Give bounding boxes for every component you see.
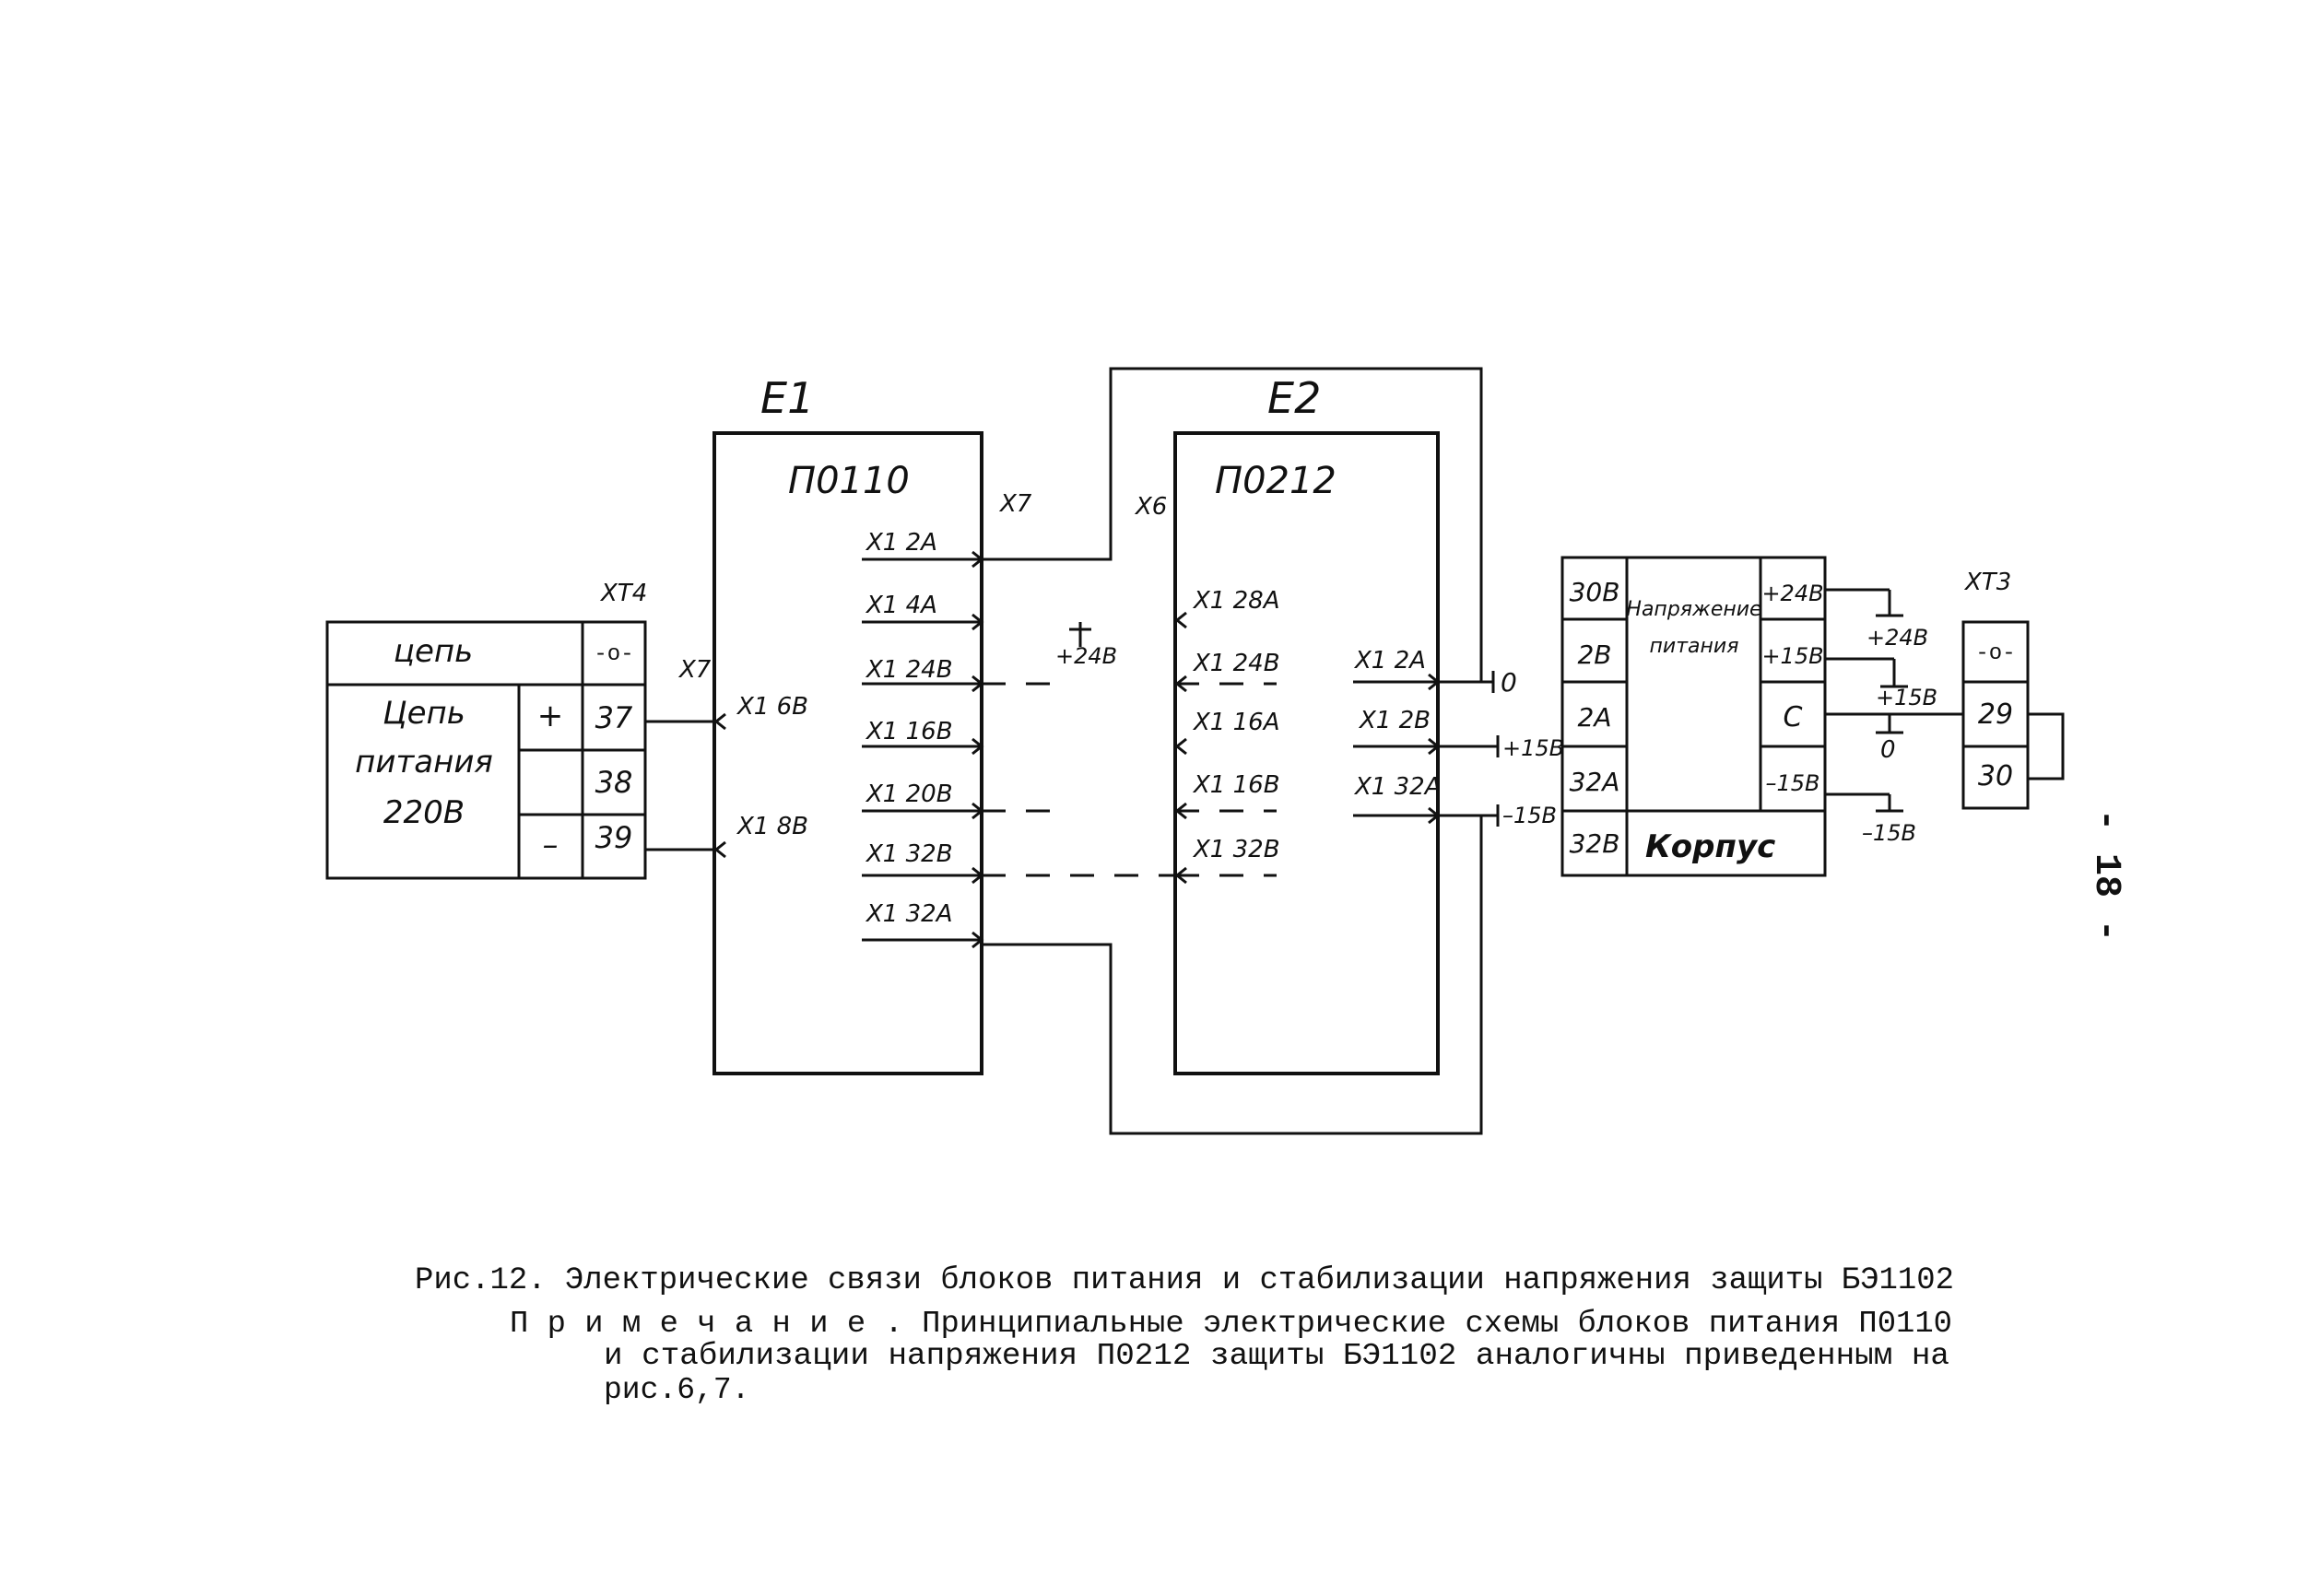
wire-arrow (713, 840, 726, 859)
xt4-circuit-label-line: Цепь (383, 695, 465, 732)
e2-left-pins: X1 28А X1 24В X1 16А X1 16В X1 32В (1174, 587, 1280, 885)
xt4-header-symbol: -o- (594, 642, 633, 667)
block-e2: E2 П0212 X6 (1134, 373, 1440, 1075)
e2-left-pin-label: X1 24В (1192, 650, 1280, 677)
block-e2-connector-x6: X6 (1134, 493, 1167, 521)
wire-loop-top (983, 367, 1483, 682)
block-e2-frame (1173, 431, 1440, 1075)
block-e1-connector-x7-top: X7 (998, 490, 1032, 518)
e1-right-pin-label: X1 16В (865, 718, 953, 745)
e2-right-pin-label: X1 32А (1353, 773, 1442, 801)
supply-terminal: 30В (1570, 577, 1620, 607)
supply-terminal: 32А (1570, 767, 1620, 797)
supply-ref-label: +15В (1876, 685, 1937, 710)
supply-voltage: +15В (1761, 643, 1823, 669)
block-e1-model: П0110 (788, 460, 910, 502)
e2-right-pins: X1 2А X1 2В X1 32А 0 +15В –15В (1353, 647, 1564, 828)
xt4-header-label: цепь (394, 633, 473, 670)
e1-right-pin-label: X1 32А (865, 900, 953, 928)
e2-output-label: +15В (1502, 735, 1564, 761)
block-e1-frame (712, 431, 983, 1075)
supply-ref-label: +24В (1866, 625, 1928, 651)
xt4-ref: XT4 (599, 580, 647, 607)
e1-right-pin-label: X1 4А (865, 592, 937, 619)
ground-24v-label: +24В (1055, 643, 1117, 669)
xt4-circuit-label-line: питания (355, 744, 493, 780)
xt3-terminal: 30 (1978, 760, 2013, 792)
block-e2-model: П0212 (1215, 460, 1337, 502)
block-e1: E1 П0110 X7 X7 (677, 373, 1032, 1075)
xt4-terminal: 37 (595, 700, 633, 735)
supply-voltage: –15В (1765, 770, 1819, 796)
e1-right-pins: X1 2А X1 4А X1 24В X1 16В X1 20В X1 32В … (862, 529, 984, 949)
supply-function-label: питания (1650, 635, 1739, 658)
xt3-ref: XT3 (1963, 569, 2011, 596)
e1-left-pin-label: X1 6В (736, 693, 808, 721)
e1-left-pin-label: X1 8В (736, 813, 808, 840)
page-number: - 18 - (2085, 809, 2126, 942)
wire-arrow (1174, 675, 1187, 693)
e2-output-label: 0 (1501, 667, 1517, 698)
wire-arrow (1174, 802, 1187, 820)
e2-left-pin-label: X1 28А (1192, 587, 1280, 615)
xt3-jumper (2028, 712, 2065, 780)
block-e1-connector-x7-left: X7 (677, 656, 712, 684)
supply-ref-label: 0 (1880, 736, 1896, 764)
e1-right-pin-label: X1 2А (865, 529, 937, 557)
supply-chassis-label: Корпус (1645, 828, 1775, 865)
xt4-terminal-table: XT4 цепь -o- Цепь питания 220В + – 37 38… (325, 580, 647, 880)
xt3-terminal: 29 (1978, 698, 2013, 731)
wire-arrow (1174, 866, 1187, 885)
xt4-sign: – (543, 827, 559, 863)
supply-ref-label: –15В (1862, 820, 1916, 846)
supply-voltage: +24В (1761, 581, 1823, 606)
xt4-terminal: 38 (595, 765, 633, 800)
note-line: рис.6,7. (604, 1373, 749, 1407)
wire-arrow (971, 550, 984, 569)
supply-references: +24В +15В 0 –15В (1825, 588, 1963, 846)
xt3-symbol: -o- (1975, 641, 2015, 666)
wire-arrow (1174, 737, 1187, 756)
supply-terminal: 2А (1578, 702, 1612, 733)
e2-right-pin-label: X1 2А (1353, 647, 1426, 675)
xt4-terminal: 39 (595, 820, 633, 855)
wire-arrow (713, 712, 726, 731)
supply-function-label: Напряжение (1626, 598, 1761, 621)
wire-arrow (1428, 737, 1441, 756)
supply-terminal: 32В (1570, 828, 1620, 859)
e1-right-pin-label: X1 20В (865, 780, 953, 808)
wire-arrow (1428, 806, 1441, 825)
wire-arrow (971, 737, 984, 756)
supply-voltage: С (1784, 701, 1803, 733)
e2-output-label: –15В (1502, 803, 1557, 828)
block-e2-ref: E2 (1267, 373, 1321, 423)
e1-right-pin-label: X1 24В (865, 656, 953, 684)
figure-caption: Рис.12. Электрические связи блоков питан… (415, 1263, 1954, 1298)
e2-left-pin-label: X1 32В (1192, 836, 1280, 863)
xt4-circuit-label-line: 220В (383, 794, 465, 831)
wire-arrow (1174, 611, 1187, 629)
note-line: и стабилизации напряжения П0212 защиты Б… (604, 1339, 1949, 1373)
e1-right-pin-label: X1 32В (865, 840, 953, 868)
supply-table-frame (1560, 556, 1827, 877)
wire-arrow (1428, 673, 1441, 691)
ground-24v-symbol: +24В (1055, 622, 1117, 669)
xt4-sign: + (537, 698, 564, 734)
xt3-terminal-block: XT3 -o- 29 30 (1961, 569, 2065, 810)
supply-terminal: 2В (1577, 640, 1611, 670)
e2-left-pin-label: X1 16А (1192, 709, 1280, 736)
e2-left-pin-label: X1 16В (1192, 771, 1280, 799)
note-line: П р и м е ч а н и е . Принципиальные эле… (510, 1307, 1952, 1341)
wire-arrow (971, 613, 984, 631)
block-e1-ref: E1 (760, 373, 814, 423)
wire-arrow (971, 931, 984, 949)
wire-loop-bottom (983, 816, 1483, 1135)
supply-voltage-table: 30В 2В 2А 32А 32В Напряжение питания +24… (1560, 556, 1827, 877)
e2-right-pin-label: X1 2В (1358, 707, 1431, 734)
